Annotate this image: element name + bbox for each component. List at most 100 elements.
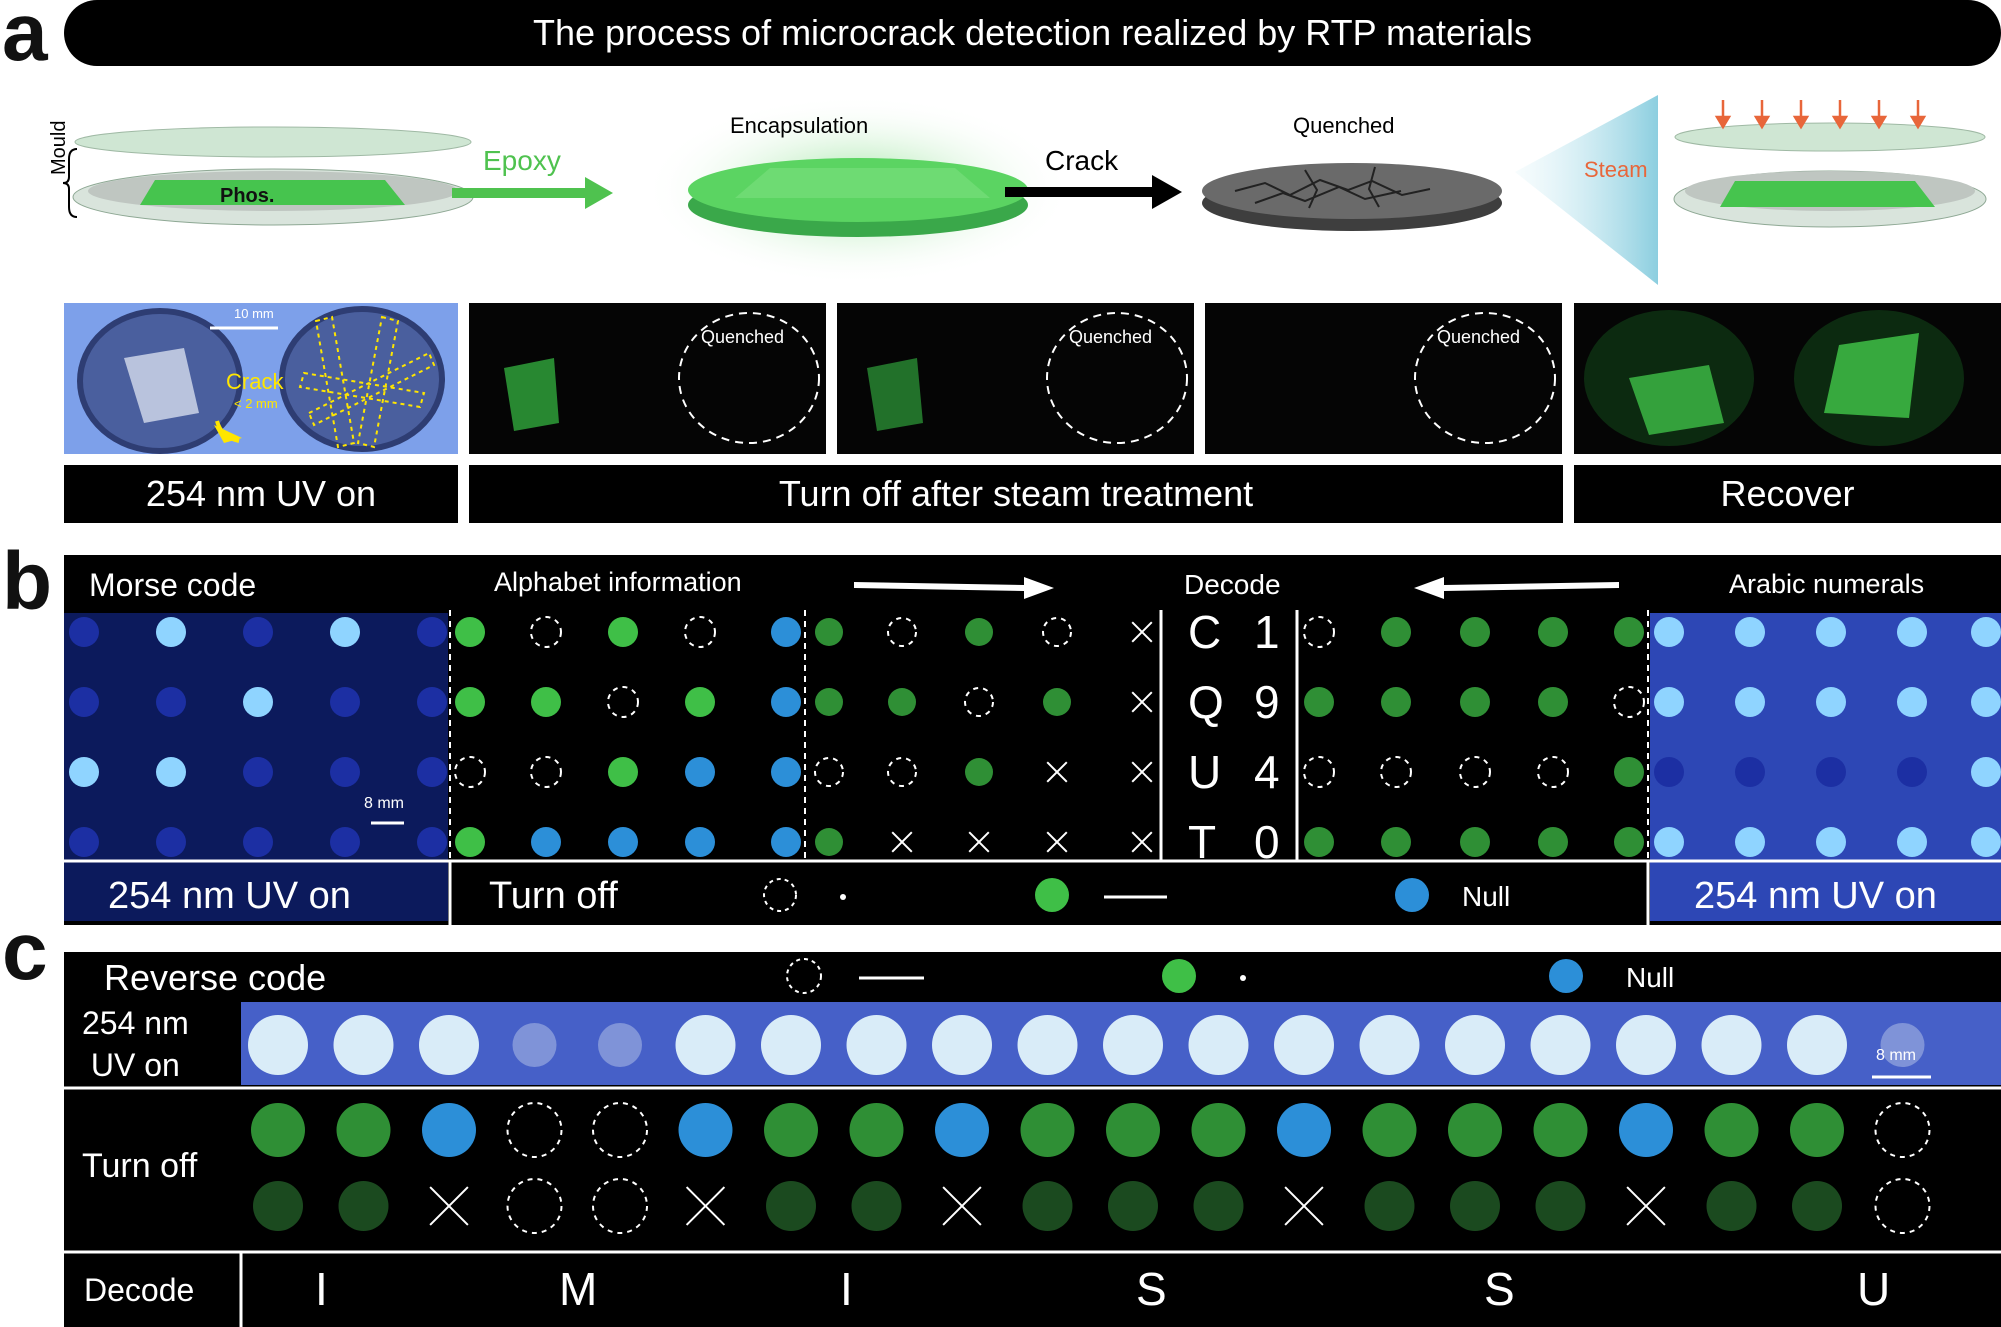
- c-scale-label: 8 mm: [1876, 1047, 1916, 1064]
- morse-dot: [156, 687, 186, 717]
- turn-off-dot-lower: [685, 1186, 726, 1226]
- turn-off-dot-lower: [1022, 1181, 1073, 1231]
- morse-dot: [417, 757, 447, 787]
- decode-number-1: 1: [1254, 606, 1280, 658]
- schematic-row: [62, 95, 1987, 285]
- arabic-dot: [1971, 617, 2001, 647]
- decode-dot: [1131, 761, 1153, 783]
- uv-on-dot: [1880, 1023, 1925, 1067]
- reverse-dots: [248, 1015, 1931, 1234]
- panel-label-c: c: [2, 906, 48, 997]
- uv-on-dot: [1616, 1015, 1676, 1075]
- uv-on-dot: [761, 1015, 821, 1075]
- morse-dot: [243, 617, 273, 647]
- numeral-dot: [1614, 757, 1644, 787]
- uv-on-dot: [675, 1015, 736, 1075]
- numeral-dot: [1614, 617, 1644, 647]
- alphabet-title: Alphabet information: [494, 567, 742, 597]
- uv-on-dot: [1274, 1015, 1334, 1075]
- decode-letter-3: U: [1188, 746, 1222, 798]
- c-decode-letter-5: S: [1484, 1263, 1515, 1315]
- arabic-dot: [1654, 757, 1684, 787]
- quenched-annotation-2: Quenched: [1069, 327, 1153, 347]
- decode-dot: [964, 687, 994, 717]
- morse-dot: [417, 687, 447, 717]
- turn-off-dot-lower: [1108, 1181, 1158, 1231]
- arabic-dot: [1654, 617, 1684, 647]
- mould-label: Mould: [48, 120, 70, 175]
- encapsulation-disc-icon: [643, 95, 1073, 285]
- morse-dot: [156, 757, 186, 787]
- turn-off-dot: [1448, 1103, 1502, 1157]
- uv-on-dot: [248, 1015, 308, 1075]
- decode-dot: [1131, 691, 1153, 713]
- encapsulation-label: Encapsulation: [730, 113, 869, 138]
- quenched-annotation-1: Quenched: [701, 327, 785, 347]
- caption-uv-on: 254 nm UV on: [64, 465, 458, 523]
- numeral-dot: [1614, 827, 1644, 857]
- arabic-dot: [1654, 827, 1684, 857]
- numeral-dot: [1381, 687, 1411, 717]
- numeral-dot: [1380, 756, 1412, 788]
- caption-turn-off-text: Turn off after steam treatment: [778, 473, 1254, 514]
- b-caption-uv-left: 254 nm UV on: [108, 875, 351, 917]
- morse-dot: [69, 687, 99, 717]
- alphabet-dot: [608, 757, 638, 787]
- c-decode-letter-2: M: [559, 1263, 598, 1315]
- turn-off-dot: [1619, 1103, 1673, 1157]
- quenched-disc-icon: [1202, 163, 1502, 231]
- reverse-code-title: Reverse code: [104, 957, 327, 998]
- turn-off-dot-lower: [1364, 1181, 1415, 1231]
- uv-photo: 10 mm Crack < 2 mm: [64, 303, 458, 454]
- c-legend-null: Null: [1626, 962, 1675, 993]
- c-decode-letter-3: I: [840, 1263, 853, 1315]
- alphabet-dot: [607, 686, 639, 718]
- c-row1-label: 254 nm UV on: [82, 1005, 189, 1083]
- numeral-dot: [1537, 756, 1569, 788]
- turn-off-dot-lower: [1284, 1186, 1324, 1226]
- crack-size-annotation: < 2 mm: [234, 396, 278, 411]
- turn-off-dot-lower: [1626, 1186, 1666, 1226]
- arabic-dot: [1735, 687, 1765, 717]
- turn-off-dot-lower: [851, 1181, 902, 1231]
- alphabet-dot: [530, 616, 562, 648]
- decode-dot: [815, 618, 843, 646]
- turnoff-photo-3: Quenched: [1205, 303, 1562, 454]
- mould-assembly-icon: [72, 126, 474, 226]
- decode-dot: [968, 831, 990, 853]
- arabic-dot: [1897, 687, 1927, 717]
- turn-off-dot: [506, 1102, 563, 1158]
- decode-number-4: 0: [1254, 816, 1280, 868]
- alphabet-dot: [455, 617, 485, 647]
- panel-b: Morse code Alphabet information Decode A…: [64, 555, 2001, 925]
- morse-dot: [69, 827, 99, 857]
- arabic-dot: [1971, 757, 2001, 787]
- uv-scale-label: 10 mm: [234, 306, 274, 321]
- crack-annotation: Crack: [226, 369, 284, 394]
- decode-dot: [887, 617, 917, 647]
- mould-bracket-icon: [62, 148, 78, 218]
- morse-dot: [243, 827, 273, 857]
- morse-dot: [243, 687, 273, 717]
- arabic-dot: [1735, 827, 1765, 857]
- morse-dot: [156, 617, 186, 647]
- turnoff-photo-1: Quenched: [469, 303, 826, 454]
- uv-on-dot: [1445, 1015, 1505, 1075]
- turn-off-dot-lower: [766, 1181, 816, 1231]
- arabic-dot: [1816, 757, 1846, 787]
- decode-dot: [1043, 688, 1071, 716]
- decode-title: Decode: [1184, 569, 1281, 600]
- turn-off-dot: [1790, 1103, 1844, 1157]
- crack-label: Crack: [1045, 145, 1119, 176]
- alphabet-dot: [771, 687, 801, 717]
- decode-letter-2: Q: [1188, 676, 1224, 728]
- c-row2-label: Turn off: [82, 1147, 198, 1185]
- numeral-dot: [1304, 827, 1334, 857]
- numeral-dot: [1538, 827, 1568, 857]
- turn-off-dot: [935, 1103, 989, 1157]
- alphabet-dot: [685, 757, 715, 787]
- arabic-title: Arabic numerals: [1729, 569, 1925, 599]
- numeral-dot: [1460, 617, 1490, 647]
- panel-c-graphics: [64, 958, 2001, 1327]
- arabic-dot: [1897, 827, 1927, 857]
